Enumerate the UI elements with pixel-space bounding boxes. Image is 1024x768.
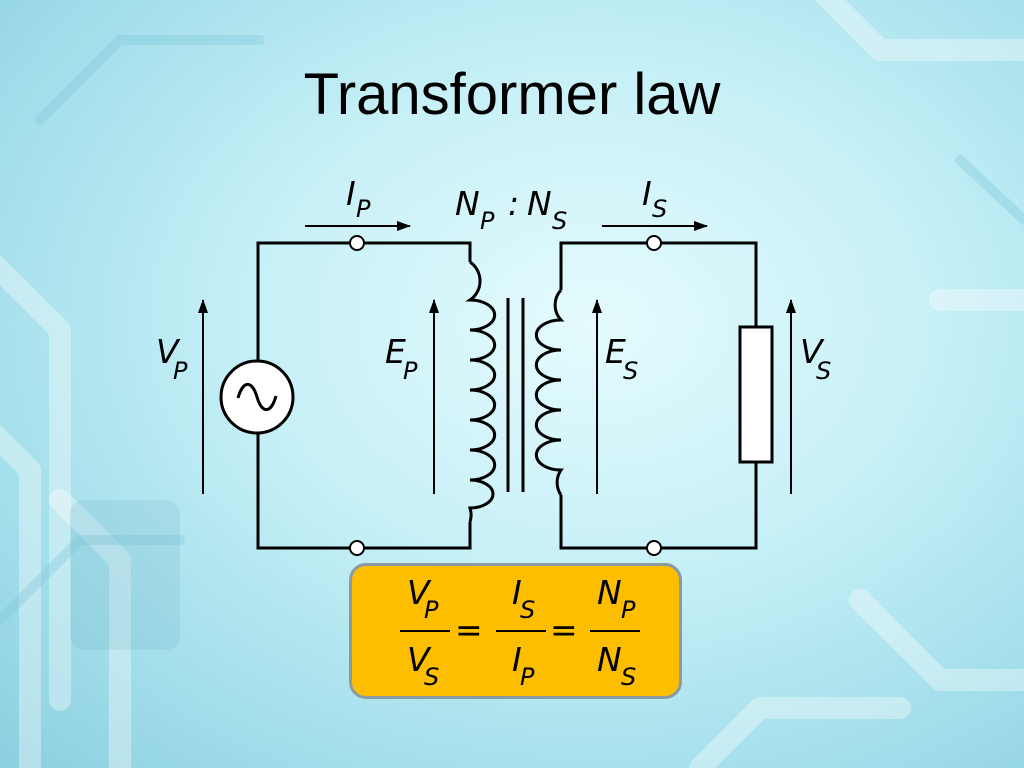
sine-wave-icon <box>236 382 278 412</box>
primary-emf-label: EP <box>385 332 418 385</box>
ac-source <box>219 359 295 435</box>
load-resistor <box>738 325 774 464</box>
slide-title: Transformer law <box>303 62 721 127</box>
secondary-top-terminal <box>646 235 662 251</box>
secondary-wire <box>559 241 758 550</box>
primary-voltage-label: VP <box>156 332 188 385</box>
formula-current-numerator: IS <box>512 573 535 624</box>
transformer-formula: VP VS = IS IP = NP NS <box>400 573 640 691</box>
formula-fraction-current: IS IP <box>496 573 546 691</box>
formula-turns-numerator: NP <box>597 573 636 624</box>
primary-bottom-terminal <box>349 540 365 556</box>
formula-fraction-turns: NP NS <box>590 573 640 691</box>
formula-current-denominator: IP <box>512 640 535 691</box>
formula-turns-denominator: NS <box>597 640 636 691</box>
formula-fraction-voltage: VP VS <box>400 573 450 691</box>
primary-coil <box>465 260 497 523</box>
secondary-voltage-label: VS <box>800 332 831 385</box>
secondary-bottom-terminal <box>646 540 662 556</box>
primary-top-terminal <box>349 235 365 251</box>
formula-voltage-denominator: VS <box>407 640 439 691</box>
transformer-formula-box: VP VS = IS IP = NP NS <box>349 563 682 699</box>
formula-voltage-numerator: VP <box>407 573 439 624</box>
transformer-core <box>506 298 525 492</box>
formula-equals-sign-1: = <box>455 610 483 649</box>
secondary-coil <box>534 288 565 496</box>
formula-equals-sign-2: = <box>550 610 578 649</box>
primary-current-label: IP <box>346 174 371 223</box>
secondary-current-label: IS <box>642 174 667 223</box>
turns-ratio-label: NP:NS <box>455 184 567 235</box>
secondary-emf-label: ES <box>605 332 638 385</box>
